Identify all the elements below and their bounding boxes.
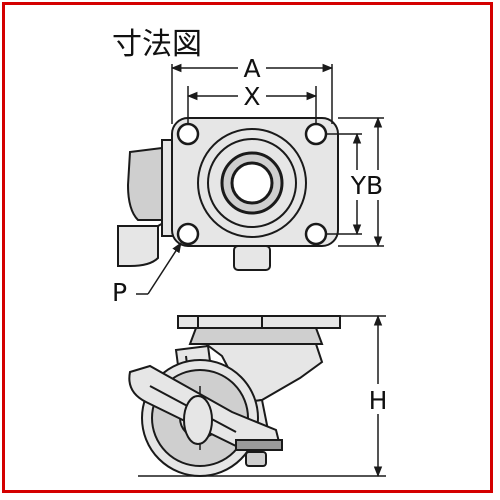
dimension-h-label: H [369, 386, 388, 415]
leader-p-label: P [112, 278, 127, 307]
dimension-a-label: A [243, 54, 260, 83]
fork-leg [203, 343, 324, 404]
dimension-h: H [340, 314, 388, 478]
dimension-x: X [186, 82, 318, 111]
mounting-plate [177, 315, 341, 329]
drawing-title: 寸法図 [112, 27, 202, 62]
bolt-hole-bottom-left [176, 222, 200, 246]
dimension-x-label: X [243, 82, 260, 111]
leader-p: P [112, 242, 182, 307]
stopper-foot [245, 451, 267, 467]
axle-cover [183, 395, 213, 445]
bolt-hole-bottom-right [304, 222, 328, 246]
dimension-a: A [170, 54, 334, 83]
brake-pedal [117, 225, 159, 267]
stopper-pad [235, 439, 283, 451]
swivel-race [188, 327, 324, 345]
side-view [128, 315, 341, 477]
bolt-hole-top-right [304, 122, 328, 146]
hub-bore [230, 161, 274, 205]
dimension-yb-label: YB [350, 171, 383, 200]
top-view [117, 117, 339, 271]
bottom-tab [233, 245, 271, 271]
brake-housing [126, 146, 170, 221]
bolt-hole-top-left [176, 122, 200, 146]
